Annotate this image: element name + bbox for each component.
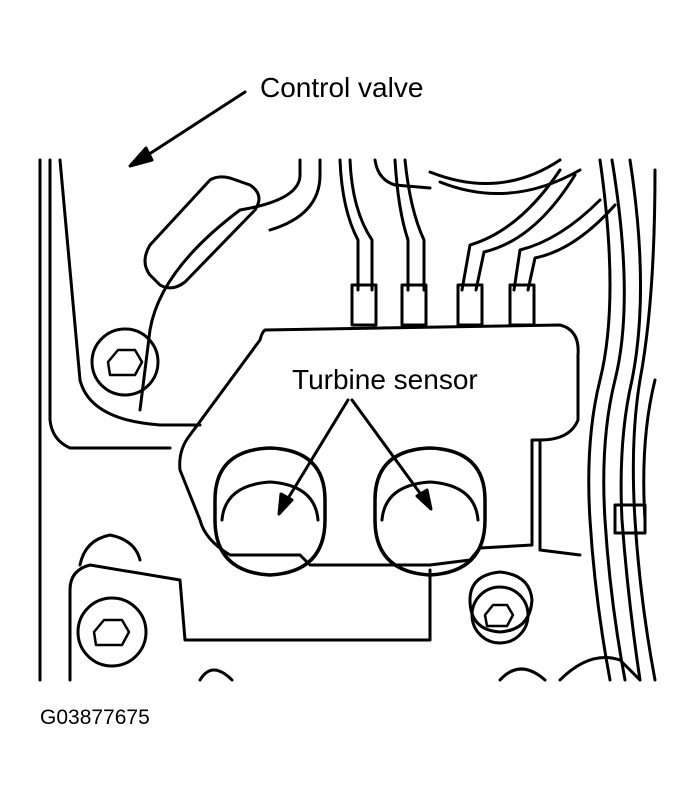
bolt-lower-left bbox=[76, 596, 148, 668]
figure-id: G03877675 bbox=[40, 706, 150, 729]
lower-plate-outline bbox=[68, 533, 642, 682]
control-valve-leader-arrow bbox=[128, 90, 247, 168]
right-pipes bbox=[587, 158, 657, 682]
turbine-sensor-right bbox=[373, 446, 487, 577]
bolt-lower-right bbox=[470, 585, 530, 645]
turbine-sensor-left bbox=[213, 446, 327, 577]
sensor-bracket bbox=[178, 323, 582, 567]
turbine-sensor-leader-arrows bbox=[277, 398, 433, 516]
bolt-upper-left bbox=[90, 327, 160, 397]
control-valve-label: Control valve bbox=[260, 72, 424, 103]
valve-body-outline bbox=[38, 158, 582, 682]
wire-harness bbox=[338, 158, 617, 327]
turbine-sensor-label: Turbine sensor bbox=[292, 364, 478, 395]
